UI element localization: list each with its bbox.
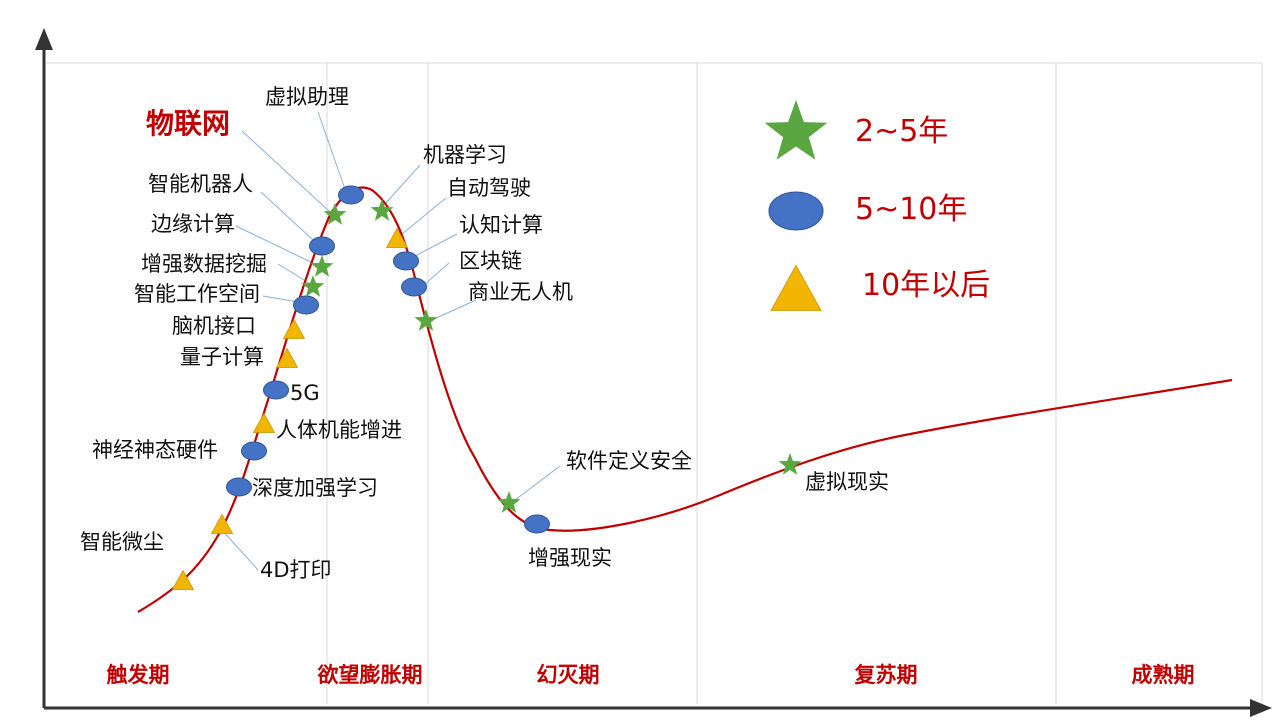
technology-label: 虚拟现实 bbox=[805, 470, 889, 494]
leader-line bbox=[221, 529, 259, 571]
technology-label: 虚拟助理 bbox=[265, 85, 349, 109]
triangle-marker-icon bbox=[385, 227, 409, 248]
ellipse-marker-icon bbox=[226, 477, 252, 497]
technology-label: 智能微尘 bbox=[80, 530, 164, 554]
triangle-marker-icon bbox=[282, 318, 306, 339]
technology-label: 智能工作空间 bbox=[134, 282, 260, 306]
ellipse-marker-icon bbox=[401, 277, 427, 297]
legend-triangle-icon bbox=[770, 264, 822, 311]
technology-label: 增强数据挖掘 bbox=[141, 252, 267, 276]
technology-label: 软件定义安全 bbox=[566, 449, 692, 473]
technology-label: 自动驾驶 bbox=[447, 176, 531, 200]
x-axis-arrow-icon bbox=[1250, 699, 1272, 717]
triangle-marker-icon bbox=[171, 569, 195, 590]
leader-line bbox=[384, 164, 421, 205]
triangle-marker-icon bbox=[252, 412, 276, 433]
phase-label: 成熟期 bbox=[1131, 663, 1195, 687]
phase-label: 幻灭期 bbox=[536, 663, 600, 687]
ellipse-marker-icon bbox=[293, 295, 319, 315]
star-marker-icon bbox=[414, 309, 438, 331]
star-marker-icon bbox=[497, 491, 521, 513]
y-axis-arrow-icon bbox=[35, 28, 53, 50]
leader-line bbox=[262, 295, 299, 303]
technology-label: 商业无人机 bbox=[468, 280, 573, 304]
phase-label: 触发期 bbox=[106, 663, 170, 687]
ellipse-marker-icon bbox=[241, 441, 267, 461]
ellipse-marker-icon bbox=[338, 185, 364, 205]
legend-label: 2~5年 bbox=[855, 114, 949, 149]
legend-ellipse-icon bbox=[768, 191, 824, 231]
leader-line bbox=[514, 465, 561, 501]
technology-label: 机器学习 bbox=[423, 143, 507, 167]
leader-line bbox=[401, 197, 447, 235]
leader-line bbox=[241, 130, 331, 213]
legend-label: 10年以后 bbox=[862, 268, 991, 303]
ellipse-marker-icon bbox=[393, 251, 419, 271]
ellipse-marker-icon bbox=[263, 380, 289, 400]
star-marker-icon bbox=[310, 255, 334, 277]
leader-line bbox=[412, 233, 458, 258]
star-marker-icon bbox=[370, 199, 394, 221]
leader-line bbox=[433, 299, 477, 320]
ellipse-marker-icon bbox=[524, 514, 550, 534]
technology-label: 区块链 bbox=[459, 249, 522, 273]
star-marker-icon bbox=[323, 203, 347, 225]
technology-label: 量子计算 bbox=[180, 345, 264, 369]
leader-line bbox=[260, 191, 314, 241]
technology-label: 神经神态硬件 bbox=[92, 438, 218, 462]
leader-line bbox=[317, 111, 347, 193]
technology-label: 4D打印 bbox=[260, 558, 332, 582]
technology-label: 边缘计算 bbox=[151, 212, 235, 236]
technology-label: 5G bbox=[290, 381, 320, 405]
leader-line bbox=[277, 263, 310, 284]
technology-label: 人体机能增进 bbox=[276, 418, 402, 442]
phase-label: 复苏期 bbox=[854, 663, 918, 687]
triangle-marker-icon bbox=[275, 347, 299, 368]
star-marker-icon bbox=[778, 453, 802, 475]
legend-star-icon bbox=[764, 100, 828, 160]
technology-label: 深度加强学习 bbox=[252, 476, 378, 500]
technology-label: 智能机器人 bbox=[148, 172, 253, 196]
technology-label: 脑机接口 bbox=[172, 314, 256, 338]
leader-line bbox=[423, 262, 450, 286]
highlight-technology-label: 物联网 bbox=[146, 107, 231, 140]
leader-line bbox=[235, 225, 318, 266]
legend-label: 5~10年 bbox=[855, 192, 968, 227]
technology-label: 增强现实 bbox=[528, 546, 612, 570]
star-marker-icon bbox=[301, 275, 325, 297]
ellipse-marker-icon bbox=[309, 236, 335, 256]
phase-label: 欲望膨胀期 bbox=[317, 663, 423, 687]
technology-label: 认知计算 bbox=[459, 213, 543, 237]
triangle-marker-icon bbox=[210, 513, 234, 534]
